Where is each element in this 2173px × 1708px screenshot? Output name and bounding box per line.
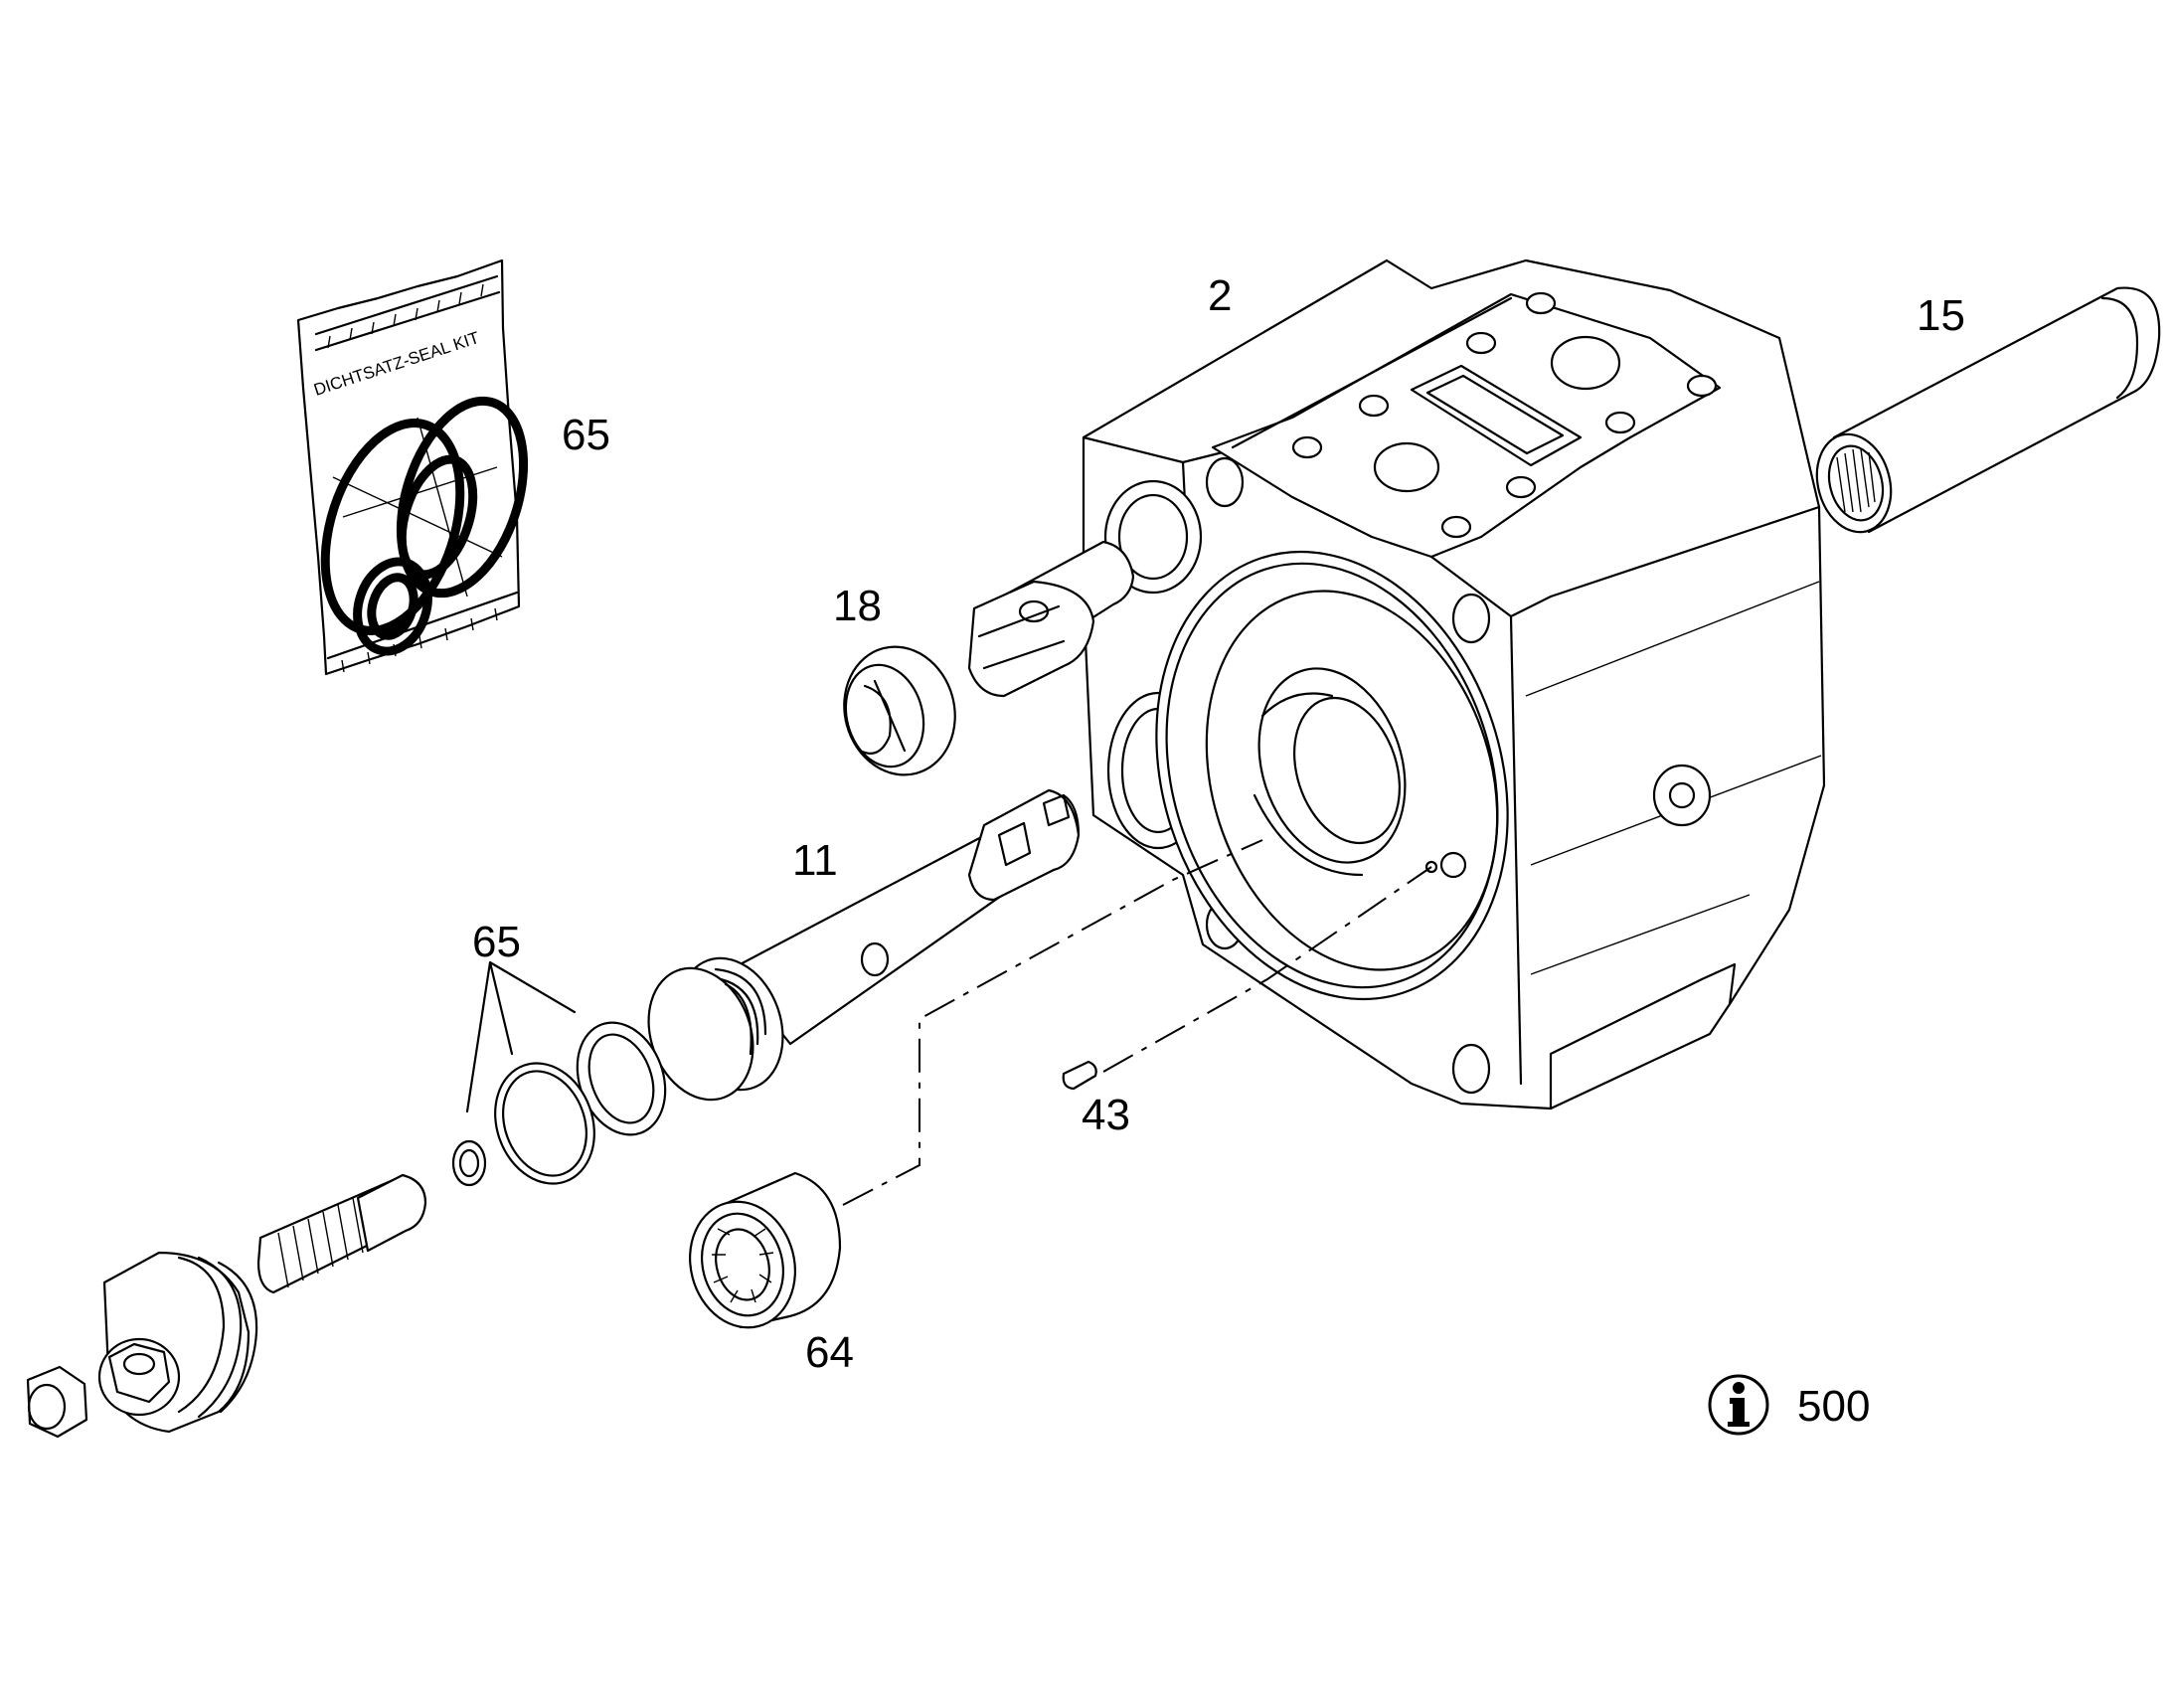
callout-housing: 2 [1208,271,1232,320]
spool-cap [843,645,956,776]
needle-sleeve [1815,286,2161,534]
callout-pin: 43 [1082,1091,1130,1139]
callout-seal-kit: 65 [562,411,610,459]
callout-bearing: 64 [805,1328,854,1377]
seal-rings [451,1021,667,1187]
spool-shaft-upper [967,540,1135,698]
dowel-pin [1062,1060,1097,1091]
pump-housing [1082,258,1826,1110]
callout-spool-cap: 18 [833,582,882,630]
info-icon [1708,1374,1769,1436]
assembly-axis-lines [842,839,1432,1206]
relief-valve-assembly [26,1173,427,1439]
callout-needle-sleeve: 15 [1917,291,1965,340]
roller-bearing [689,1171,842,1329]
seal-kit-bag: DICHTSATZ-SEAL KIT [296,258,529,676]
control-shaft [647,788,1081,1102]
info-number: 500 [1797,1382,1870,1431]
callout-shaft: 11 [792,836,838,885]
callout-seal-rings: 65 [472,918,521,966]
seal-rings-leader-lines [465,960,577,1113]
